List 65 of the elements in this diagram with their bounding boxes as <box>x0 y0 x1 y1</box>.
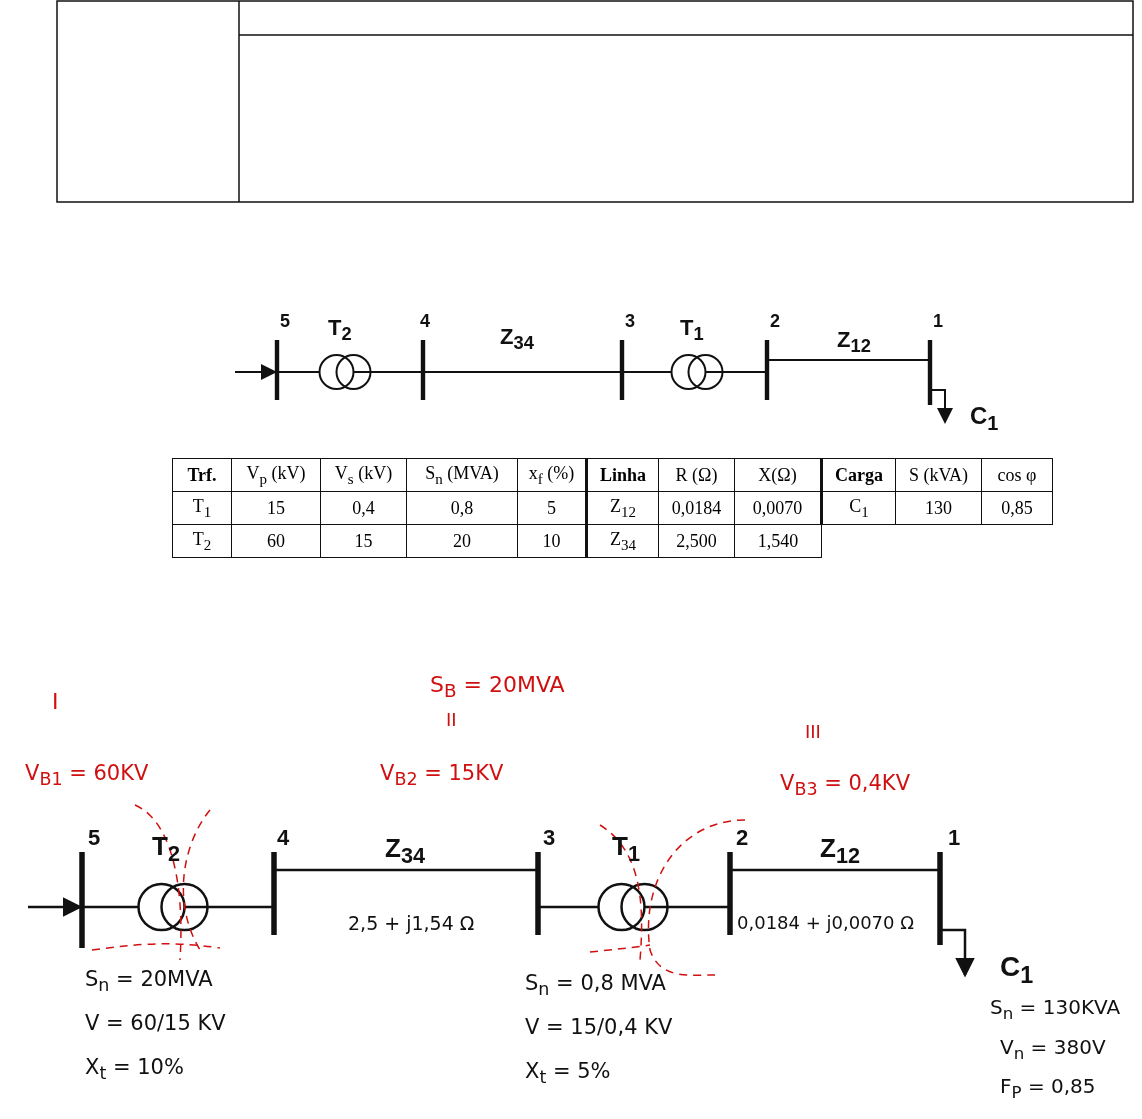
table-header-cell: X(Ω) <box>734 458 822 492</box>
load-label: C$_{1}$ <box>970 403 999 434</box>
zone-number: I <box>52 690 59 715</box>
bus-number: 3 <box>625 312 635 332</box>
handwritten-note: V$_{B2}$ = 15KV <box>380 762 504 790</box>
table-header-cell: cos φ <box>981 458 1053 492</box>
table-cell: 0,8 <box>406 491 518 525</box>
handwritten-note: X$_{t}$ = 10% <box>85 1056 184 1084</box>
table-cell: 15 <box>231 491 321 525</box>
handwritten-note: V$_{B1}$ = 60KV <box>25 762 149 790</box>
table-header-cell: x$_{f}$ (%) <box>517 458 587 492</box>
bus-number: 2 <box>770 312 780 332</box>
handwritten-note: V = 15/0,4 KV <box>525 1016 673 1040</box>
handwritten-note: F$_{P}$ = 0,85 <box>1000 1075 1096 1103</box>
table-header-cell: R (Ω) <box>658 458 735 492</box>
handwritten-note: S$_{n}$ = 0,8 MVA <box>525 972 666 1000</box>
bus-number: 4 <box>420 312 430 332</box>
table-cell: 0,4 <box>320 491 407 525</box>
handwritten-note: X$_{t}$ = 5% <box>525 1060 611 1088</box>
bus-number: 1 <box>948 826 961 851</box>
table-cell: 0,85 <box>981 491 1053 525</box>
table-cell: 130 <box>895 491 982 525</box>
bus-number: 4 <box>277 826 290 851</box>
table-header-cell: Trf. <box>172 458 232 492</box>
zone-number: II <box>446 710 457 730</box>
table-header-cell: Linha <box>586 458 659 492</box>
table-cell: C$_{1}$ <box>821 491 896 525</box>
impedance-label: Z$_{12}$ <box>837 328 871 357</box>
impedance-label: Z$_{34}$ <box>500 325 534 354</box>
table-header-cell: V$_{p}$ (kV) <box>231 458 321 492</box>
bus-number: 2 <box>736 826 749 851</box>
bus-number: 5 <box>280 312 290 332</box>
table-header-cell: S (kVA) <box>895 458 982 492</box>
bus-number: 3 <box>543 826 556 851</box>
transformer-label: T$_{2}$ <box>152 832 180 866</box>
impedance-label: Z$_{12}$ <box>820 834 860 868</box>
load-label: C$_{1}$ <box>1000 952 1034 989</box>
handwritten-note: V = 60/15 KV <box>85 1012 226 1036</box>
table-cell: Z$_{12}$ <box>586 491 659 525</box>
handwritten-note: 0,0184 + j0,0070 Ω <box>737 913 914 933</box>
handwritten-note: S$_{n}$ = 20MVA <box>85 968 213 996</box>
table-cell: 60 <box>231 524 321 558</box>
handwritten-note: 2,5 + j1,54 Ω <box>348 913 475 934</box>
table-cell: T$_{2}$ <box>172 524 232 558</box>
table-header-cell: V$_{s}$ (kV) <box>320 458 407 492</box>
transformer-label: T$_{1}$ <box>612 832 640 866</box>
transformer-label: T$_{2}$ <box>328 316 352 345</box>
handwritten-note: S$_{B}$ = 20MVA <box>430 673 565 702</box>
table-cell: 2,500 <box>658 524 735 558</box>
bus-number: 5 <box>88 826 101 851</box>
transformer-label: T$_{1}$ <box>680 316 704 345</box>
table-cell: 0,0184 <box>658 491 735 525</box>
table-cell: 15 <box>320 524 407 558</box>
handwritten-note: V$_{B3}$ = 0,4KV <box>780 772 910 800</box>
table-cell: 1,540 <box>734 524 822 558</box>
table-header-cell: Carga <box>821 458 896 492</box>
impedance-label: Z$_{34}$ <box>385 834 425 868</box>
bus-number: 1 <box>933 312 943 332</box>
handwritten-note: V$_{n}$ = 380V <box>1000 1036 1106 1064</box>
table-cell: T$_{1}$ <box>172 491 232 525</box>
zone-number: III <box>805 722 821 742</box>
table-cell: 20 <box>406 524 518 558</box>
table-header-cell: S$_{n}$ (MVA) <box>406 458 518 492</box>
table-cell: Z$_{34}$ <box>586 524 659 558</box>
handwritten-note: S$_{n}$ = 130KVA <box>990 996 1121 1024</box>
